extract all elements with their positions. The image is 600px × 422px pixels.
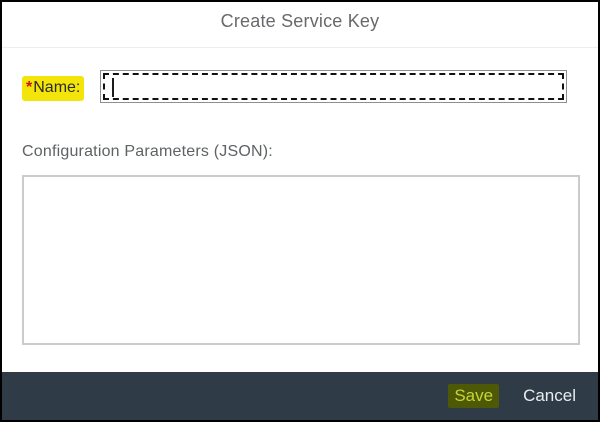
name-label-text: Name:: [33, 79, 81, 96]
name-input[interactable]: [105, 75, 562, 98]
dialog-footer-bar: Save Cancel: [2, 372, 598, 420]
configuration-parameters-textarea[interactable]: [22, 175, 580, 345]
dialog-title: Create Service Key: [220, 11, 380, 31]
required-asterisk: *: [26, 79, 33, 96]
name-label: *Name:: [22, 76, 85, 101]
save-button[interactable]: Save: [448, 383, 500, 409]
cancel-button[interactable]: Cancel: [517, 384, 578, 408]
text-caret: [112, 78, 114, 97]
name-input-focus-ring: [103, 73, 564, 100]
header-divider: [2, 47, 598, 48]
configuration-parameters-label: Configuration Parameters (JSON):: [22, 143, 273, 160]
name-input-border: [100, 70, 567, 103]
